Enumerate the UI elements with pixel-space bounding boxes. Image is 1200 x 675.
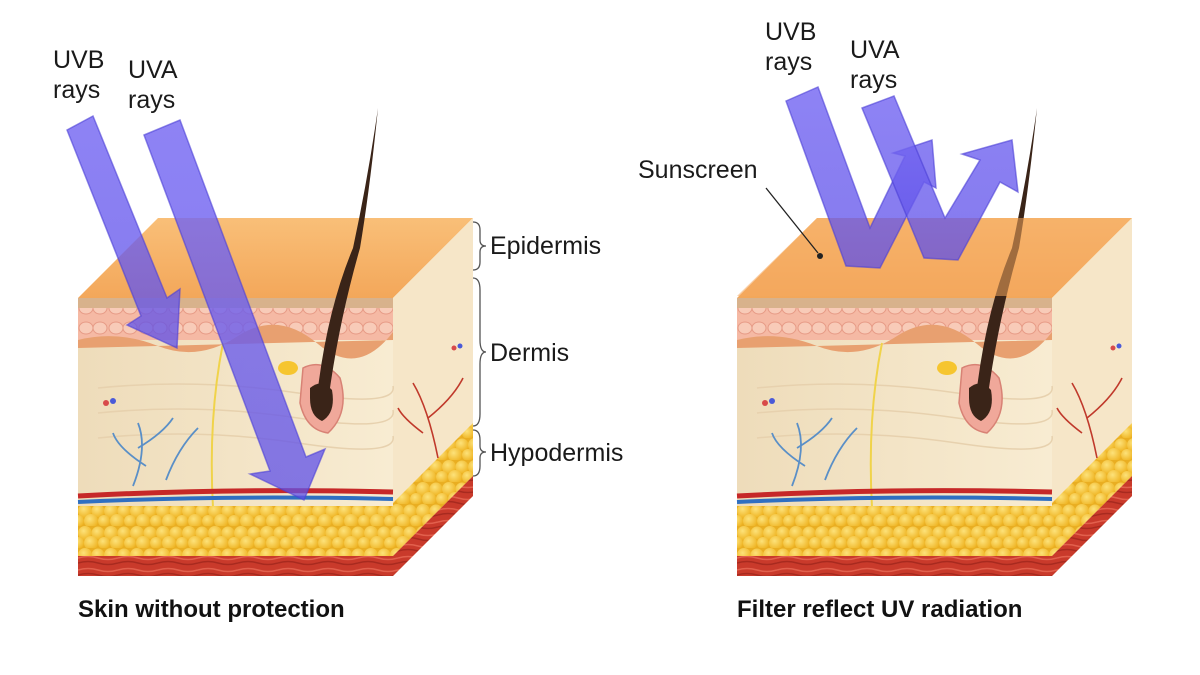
right-uva-label-line1: UVA — [850, 36, 900, 64]
right-caption: Filter reflect UV radiation — [737, 596, 1022, 623]
left-uva-label-line2: rays — [128, 86, 175, 114]
left-uvb-label-line1: UVB — [53, 46, 104, 74]
left-uvb-ray — [66, 114, 181, 350]
sunscreen-label: Sunscreen — [638, 156, 758, 184]
right-uvb-label-line1: UVB — [765, 18, 816, 46]
hypodermis-label: Hypodermis — [490, 439, 623, 467]
left-uvb-label-line2: rays — [53, 76, 100, 104]
right-uva-label-line2: rays — [850, 66, 897, 94]
dermis-label: Dermis — [490, 339, 569, 367]
left-uva-ray — [143, 119, 327, 502]
left-uva-label-line1: UVA — [128, 56, 178, 84]
layer-brackets — [472, 221, 487, 477]
right-uva-ray — [861, 95, 1019, 261]
right-uvb-label-line2: rays — [765, 48, 812, 76]
left-skin-block — [78, 108, 473, 576]
sunscreen-pointer — [765, 187, 819, 254]
left-caption: Skin without protection — [78, 596, 345, 623]
epidermis-label: Epidermis — [490, 232, 601, 260]
right-uvb-ray — [785, 85, 937, 269]
sunscreen-pointer-dot — [817, 253, 823, 259]
